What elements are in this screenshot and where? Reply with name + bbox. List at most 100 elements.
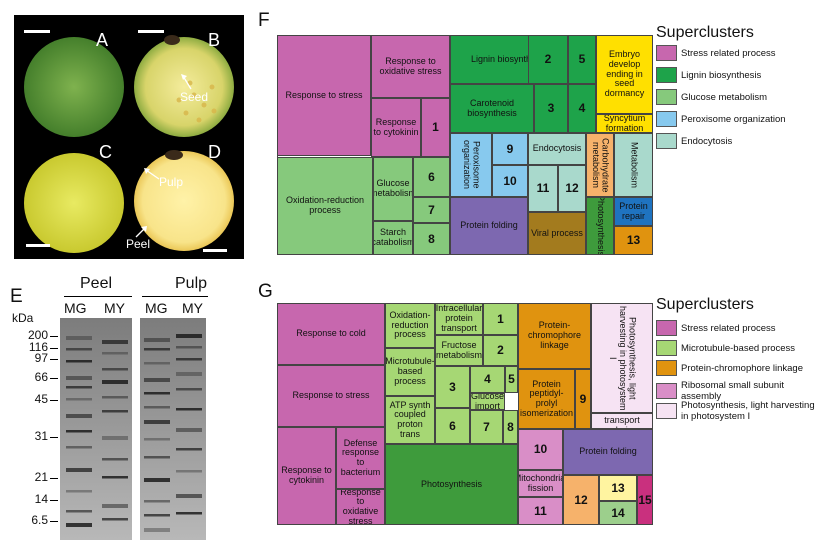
gel-group-line-peel [64,296,132,297]
treemap-f-cell-label: 10 [503,173,517,188]
seed-dots [176,80,217,123]
gel-band [66,446,92,449]
gel-band [66,430,92,433]
treemap-g-cell-label: Oxidation-reduction process [389,309,431,340]
treemap-f-cell-17: Syncytium formation [596,114,653,133]
panel-label-b: B [208,30,221,50]
treemap-f-cell-18: Peroxisome organization [450,133,492,197]
treemap-f-cell-9: 8 [413,223,450,255]
legend-g-label: Protein-chromophore linkage [681,362,803,374]
gel-marker-66: 66 [34,370,48,384]
gel-marker-tick [50,437,58,438]
treemap-f-cell-21: Endocytosis [528,133,586,165]
treemap-g-cell-label: Photosynthesis [420,478,483,489]
treemap-f-cell-label: Peroxisome organization [462,140,482,190]
peel-arrow-icon [135,226,147,238]
scale-bar-a [24,30,50,33]
gel-marker-tick [50,359,58,360]
treemap-g-cell-label: 5 [508,372,515,387]
treemap-f-cell-30: 13 [614,226,653,255]
gel-marker-45: 45 [34,392,48,406]
treemap-g-cell-5: Oxidation-reduction process [385,303,435,348]
treemap-f-cell-label: 4 [578,101,586,116]
treemap-g-cell-13: 5 [505,366,518,393]
legend-f-item-1: Lignin biosynthesis [656,67,816,83]
treemap-g-cell-label: 4 [484,372,491,387]
treemap-f-cell-label: Protein repair [619,200,648,221]
legend-g-swatch [656,403,677,419]
gel-lane-label-3: MG [145,300,168,316]
legend-f-item-0: Stress related process [656,45,816,61]
treemap-f-cell-16: Embryo develop ending in seed dormancy [596,35,653,114]
treemap-g-cell-24: Electron transport chain [591,413,653,429]
gel-band [144,456,170,459]
gel-band [66,398,92,401]
treemap-g-cell-label: 15 [638,492,652,507]
treemap-f-cell-20: 10 [492,165,528,197]
treemap-f-cell-label: Starch catabolism [373,227,413,247]
legend-g-item-2: Protein-chromophore linkage [656,360,816,376]
treemap-g-cell-27: 11 [518,497,563,525]
gel-band [144,338,170,342]
treemap-f-cell-1: Response to oxidative stress [371,35,450,98]
scale-bar-d [203,249,227,252]
fruit-a [24,37,124,137]
gel-band [102,518,128,521]
gel-group-pulp: Pulp [175,275,208,292]
treemap-g-cell-label: Electron transport chain [604,414,640,428]
treemap-f-cell-2: Response to cytokinin [371,98,421,157]
gel-band [66,386,92,389]
treemap-g-cell-label: Fructose metabolism [436,339,483,360]
legend-f-label: Glucose metabolism [681,91,768,103]
gel-marker-tick [50,378,58,379]
gel-marker-14: 14 [34,492,48,506]
gel-marker-tick [50,521,58,522]
treemap-g-cell-12: 4 [470,366,505,393]
gel-band [66,360,92,363]
peel-label: Peel [126,237,151,251]
treemap-f-cell-13: Carotenoid biosynthesis [450,84,534,133]
panel-label-c: C [99,142,112,162]
legend-f-item-3: Peroxisome organization [656,111,816,127]
treemap-g-cell-21: Protein peptidyl-prolyl isomerization [518,369,575,429]
treemap-g-cell-label: 12 [574,492,588,507]
treemap-g-cell-label: Protein folding [579,446,637,457]
panel-label-f: F [258,10,270,31]
gel-band [144,378,170,382]
legend-f-swatch [656,45,677,61]
treemap-g-cell-label: Protein-chromophore linkage [527,320,582,350]
treemap-g-cell-15: ATP synth coupled proton trans [385,396,435,444]
treemap-g-cell-16: 6 [435,408,470,444]
gel-band [66,348,92,351]
gel-marker-tick [50,478,58,479]
treemap-f-cell-label: Endocytosis [532,143,582,154]
treemap-f-cell-label: 2 [544,52,552,67]
treemap-g-cell-7: 1 [483,303,518,335]
treemap-g-cell-23: Photosynthesis, light harvesting in phot… [591,303,653,413]
treemap-g-cell-4: Response to oxidative stress [336,489,385,525]
treemap-f-cell-6: 6 [413,157,450,197]
treemap-g-cell-label: 7 [483,419,490,434]
treemap-g-cell-0: Response to cold [277,303,385,365]
treemap-f-cell-label: 3 [547,101,555,116]
treemap-g-cell-26: Mitochondrial fission [518,470,563,497]
legend-g-item-1: Microtubule-based process [656,340,816,356]
treemap-f-cell-label: Carotenoid biosynthesis [467,97,517,118]
treemap-f-cell-14: 3 [534,84,568,133]
gel-band [144,420,170,424]
treemap-g-cell-label: 14 [611,505,625,520]
gel-band [66,468,92,472]
treemap-g-cell-3: Defense response to bacterium [336,427,385,489]
gel-marker-31: 31 [34,429,48,443]
gel-band [176,428,202,432]
gel-band [176,494,202,498]
legend-g-item-0: Stress related process [656,320,816,336]
treemap-f-cell-label: Syncytium formation [603,114,646,133]
gel-band [144,528,170,532]
gel-lane-label-4: MY [182,300,203,316]
panel-label-e: E [10,286,23,307]
treemap-g-cell-label: Response to cytokinin [281,465,332,485]
pulp-label: Pulp [159,175,184,189]
fruit-photo-drawing [24,35,234,253]
